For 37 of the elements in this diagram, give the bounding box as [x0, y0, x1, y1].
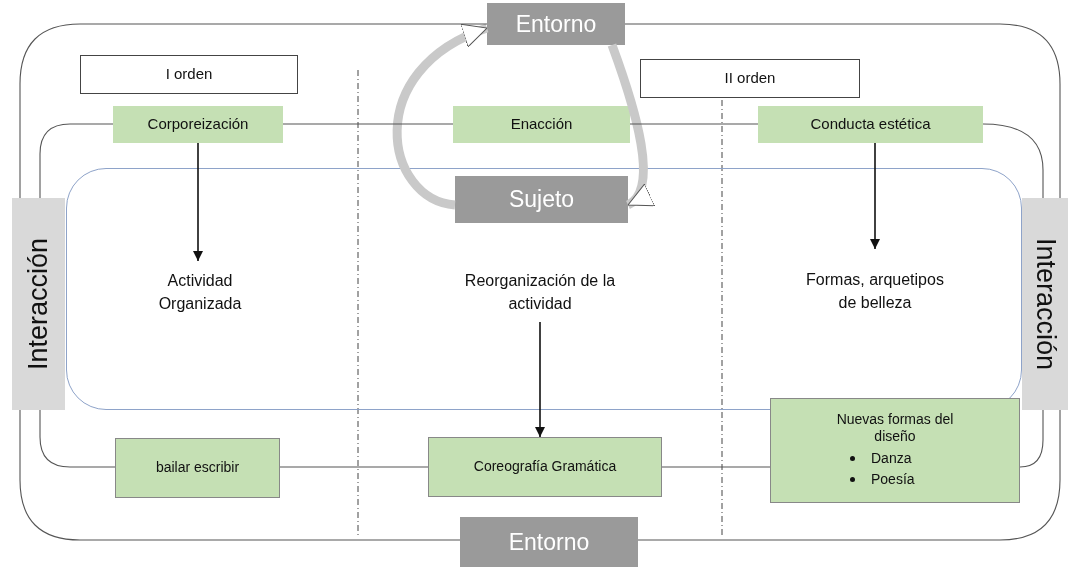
- body-text: Reorganización de la actividad: [440, 262, 640, 322]
- bullet-item: Danza: [871, 449, 912, 467]
- connector-line: [19, 409, 461, 541]
- connector-line: [629, 123, 759, 125]
- header-box: Entorno: [487, 3, 625, 45]
- concept-box: Coreografía Gramática: [428, 437, 662, 497]
- connector-line: [19, 23, 488, 199]
- body-text: Actividad Organizada: [130, 262, 270, 322]
- connector-line: [39, 123, 114, 199]
- concept-box: bailar escribir: [115, 438, 280, 498]
- connector-line: [661, 466, 771, 468]
- heading-box: II orden: [640, 59, 860, 98]
- side-band: Interacción: [1022, 198, 1068, 410]
- heading-box: I orden: [80, 55, 298, 94]
- rounded-frame: [66, 168, 1022, 410]
- arrow: [535, 321, 545, 438]
- connector-line: [282, 123, 454, 125]
- body-text: Formas, arquetipos de belleza: [800, 250, 950, 332]
- bullet-item: Poesía: [871, 471, 915, 489]
- connector-line: [624, 23, 1061, 199]
- concept-box: [770, 398, 1020, 503]
- curved-block-arrow: [392, 23, 489, 210]
- concept-box: Corporeización: [113, 106, 283, 143]
- concept-box: Enacción: [453, 106, 630, 143]
- arrow: [870, 142, 880, 250]
- side-band: Interacción: [12, 198, 65, 410]
- header-box: Entorno: [460, 517, 638, 567]
- header-box: Sujeto: [455, 176, 628, 223]
- concept-box: Conducta estética: [758, 106, 983, 143]
- connector-line: [39, 409, 116, 468]
- connector-line: [637, 409, 1061, 541]
- arrow: [193, 142, 203, 262]
- curved-block-arrow: [607, 43, 655, 209]
- connector-line: [1019, 409, 1044, 468]
- connector-line: [982, 123, 1044, 199]
- box-heading: Nuevas formas del diseño: [835, 410, 955, 446]
- connector-line: [279, 466, 429, 468]
